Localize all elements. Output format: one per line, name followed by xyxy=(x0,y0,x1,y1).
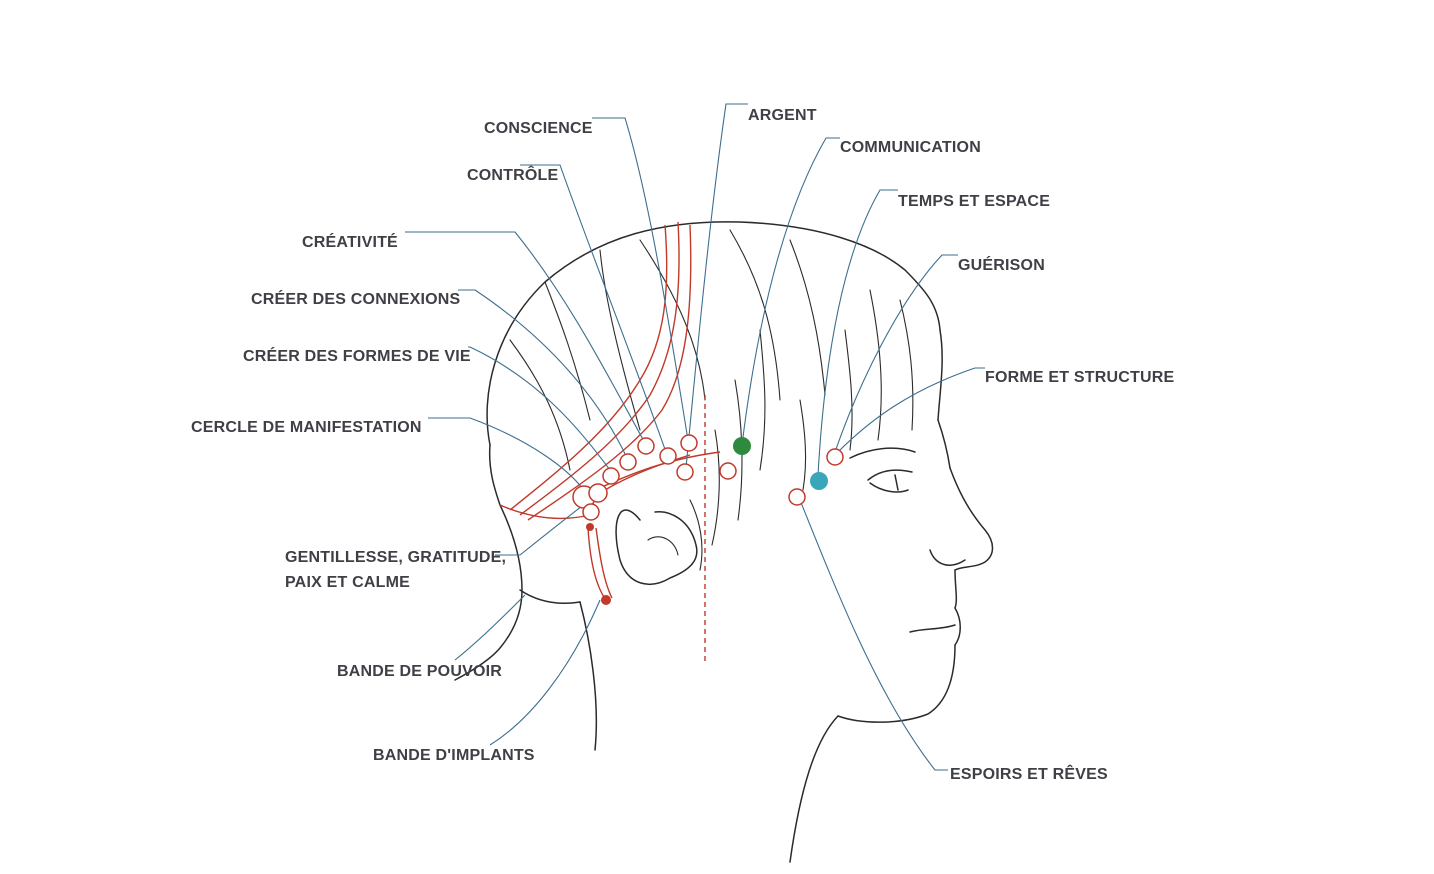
neck-front xyxy=(790,716,838,862)
point-communication xyxy=(733,437,751,455)
eye-pupil xyxy=(895,475,898,490)
label-bande-pouvoir: BANDE DE POUVOIR xyxy=(337,663,502,680)
hair-strand xyxy=(600,250,640,430)
point-creativite xyxy=(638,438,654,454)
forehead xyxy=(938,420,950,468)
leader-creer-connexions xyxy=(458,290,628,460)
leader-creativite xyxy=(405,232,645,443)
fringe xyxy=(938,330,942,420)
point-creer-formes-vie xyxy=(603,468,619,484)
leader-conscience xyxy=(592,118,688,440)
hair-curl xyxy=(520,590,580,603)
fringe-strand xyxy=(760,330,765,470)
point-forme-structure xyxy=(827,449,843,465)
nostril xyxy=(930,550,965,565)
ear xyxy=(616,510,697,584)
label-temps-espace: TEMPS ET ESPACE xyxy=(898,193,1050,210)
point-conscience xyxy=(681,435,697,451)
point-creer-connexions xyxy=(620,454,636,470)
hair-strand xyxy=(790,240,825,395)
leader-cercle-manifestation xyxy=(428,418,585,492)
eyebrow xyxy=(850,448,915,458)
leader-bande-implants xyxy=(490,600,600,745)
label-conscience: CONSCIENCE xyxy=(484,120,593,137)
label-forme-structure: FORME ET STRUCTURE xyxy=(985,369,1175,386)
fringe-strand xyxy=(845,330,852,450)
upper-lip xyxy=(955,570,956,608)
fringe-strand xyxy=(712,430,719,545)
mouth xyxy=(910,625,955,632)
label-gentillesse-line2: PAIX ET CALME xyxy=(285,574,410,591)
label-communication: COMMUNICATION xyxy=(840,139,981,156)
hair-outline xyxy=(487,222,940,445)
point-espoirs-reves xyxy=(789,489,805,505)
hair-strand xyxy=(730,230,780,400)
label-guerison: GUÉRISON xyxy=(958,255,1045,274)
lower-lip xyxy=(955,608,960,645)
label-controle: CONTRÔLE xyxy=(467,165,559,184)
band-crown-outer xyxy=(510,225,667,510)
label-espoirs-reves: ESPOIRS ET RÊVES xyxy=(950,764,1108,783)
band-power-end xyxy=(601,595,611,605)
point-controle xyxy=(660,448,676,464)
ear-inner xyxy=(648,537,678,555)
leader-forme-structure xyxy=(838,368,985,452)
fringe-strand xyxy=(800,400,806,490)
leader-communication xyxy=(742,138,840,445)
band-power-start xyxy=(586,523,594,531)
eye-upper xyxy=(868,470,912,480)
hair-strand xyxy=(510,340,570,470)
label-cercle-manifestation: CERCLE DE MANIFESTATION xyxy=(191,419,422,436)
leader-argent xyxy=(686,104,748,468)
point-argent xyxy=(677,464,693,480)
label-creativite: CRÉATIVITÉ xyxy=(302,232,398,251)
point-gentillesse-2 xyxy=(583,504,599,520)
leader-controle xyxy=(520,165,667,455)
band-crown-middle xyxy=(520,222,679,515)
chin xyxy=(838,645,955,722)
face-profile xyxy=(950,468,993,570)
neck-back xyxy=(580,602,596,750)
point-temps-espace-side xyxy=(720,463,736,479)
leader-espoirs-reves xyxy=(800,500,948,770)
point-guerison xyxy=(810,472,828,490)
leader-temps-espace xyxy=(818,190,898,475)
label-argent: ARGENT xyxy=(748,107,817,124)
fringe-strand xyxy=(900,300,913,430)
eye-lower xyxy=(870,483,908,492)
label-gentillesse-line1: GENTILLESSE, GRATITUDE, xyxy=(285,549,506,566)
label-creer-formes-vie: CRÉER DES FORMES DE VIE xyxy=(243,346,471,365)
label-bande-implants: BANDE D'IMPLANTS xyxy=(373,747,535,764)
label-creer-connexions: CRÉER DES CONNEXIONS xyxy=(251,289,460,308)
leader-bande-pouvoir xyxy=(455,595,525,660)
point-gentillesse-1 xyxy=(589,484,607,502)
hair-strand xyxy=(545,282,590,420)
